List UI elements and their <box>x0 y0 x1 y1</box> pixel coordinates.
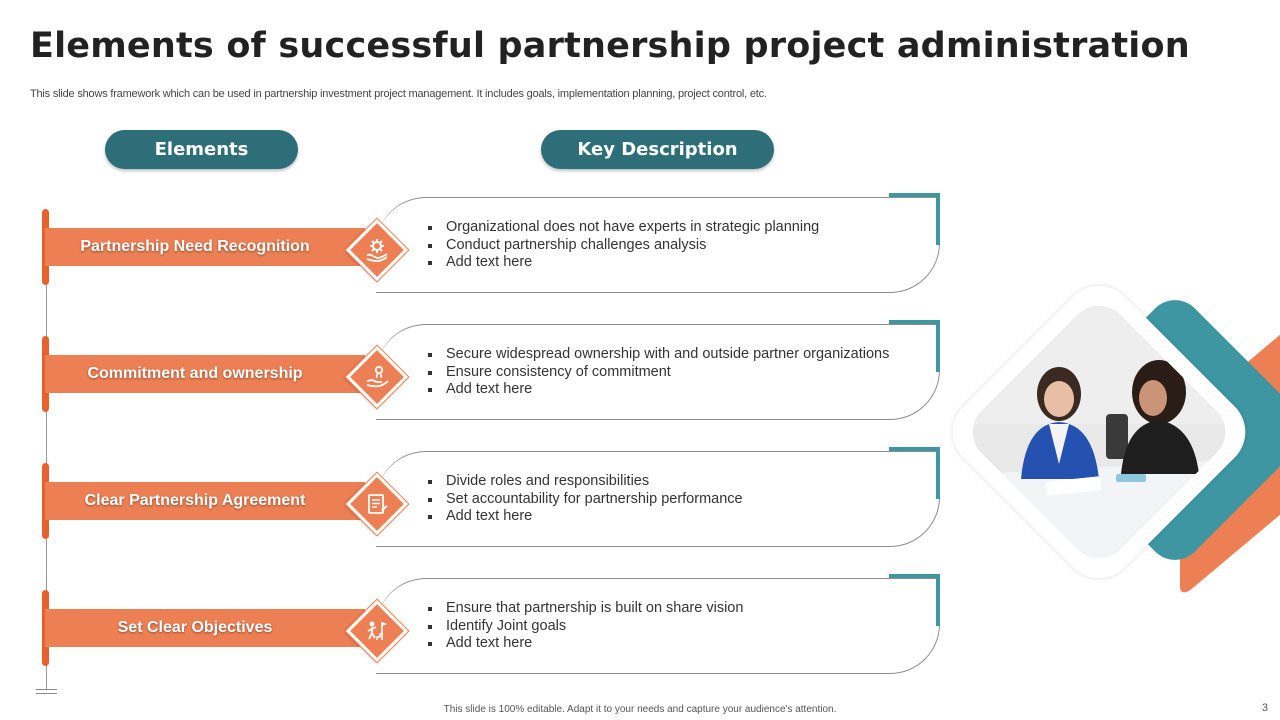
element-label: Set Clear Objectives <box>45 609 365 647</box>
timeline-line <box>46 212 47 690</box>
document-icon <box>359 486 395 522</box>
timeline-base <box>36 693 57 694</box>
timeline-base <box>36 689 57 690</box>
description-item: Secure widespread ownership with and out… <box>428 346 889 364</box>
description-item: Divide roles and responsibilities <box>428 473 743 491</box>
description-list: Ensure that partnership is built on shar… <box>428 600 743 653</box>
corner-accent <box>889 574 940 626</box>
description-item: Add text here <box>428 381 889 399</box>
page-title: Elements of successful partnership proje… <box>30 26 1190 66</box>
elements-header: Elements <box>105 130 298 169</box>
description-list: Organizational does not have experts in … <box>428 219 819 272</box>
element-row-commitment: Commitment and ownership Secure widespre… <box>0 320 960 424</box>
description-item: Add text here <box>428 508 743 526</box>
description-item: Ensure that partnership is built on shar… <box>428 600 743 618</box>
description-box <box>376 197 940 293</box>
description-item: Add text here <box>428 254 819 272</box>
page-number: 3 <box>1261 702 1268 714</box>
element-label: Partnership Need Recognition <box>45 228 365 266</box>
description-box <box>376 578 940 674</box>
description-list: Divide roles and responsibilities Set ac… <box>428 473 743 526</box>
description-item: Set accountability for partnership perfo… <box>428 491 743 509</box>
corner-accent <box>889 320 940 372</box>
description-item: Conduct partnership challenges analysis <box>428 237 819 255</box>
footer-note: This slide is 100% editable. Adapt it to… <box>443 704 837 715</box>
key-description-header: Key Description <box>541 130 774 169</box>
element-label: Clear Partnership Agreement <box>45 482 365 520</box>
element-label: Commitment and ownership <box>45 355 365 393</box>
page-subtitle: This slide shows framework which can be … <box>30 88 767 100</box>
description-box <box>376 324 940 420</box>
description-item: Organizational does not have experts in … <box>428 219 819 237</box>
description-box <box>376 451 940 547</box>
corner-accent <box>889 193 940 245</box>
description-list: Secure widespread ownership with and out… <box>428 346 889 399</box>
description-item: Ensure consistency of commitment <box>428 364 889 382</box>
gear-hand-icon <box>359 232 395 268</box>
description-item: Identify Joint goals <box>428 618 743 636</box>
corner-accent <box>889 447 940 499</box>
description-item: Add text here <box>428 635 743 653</box>
element-row-need-recognition: Partnership Need Recognition Organizatio… <box>0 193 960 297</box>
hand-award-icon <box>359 359 395 395</box>
person-goal-icon <box>359 613 395 649</box>
element-row-objectives: Set Clear Objectives Ensure that partner… <box>0 574 960 678</box>
element-row-agreement: Clear Partnership Agreement Divide roles… <box>0 447 960 551</box>
